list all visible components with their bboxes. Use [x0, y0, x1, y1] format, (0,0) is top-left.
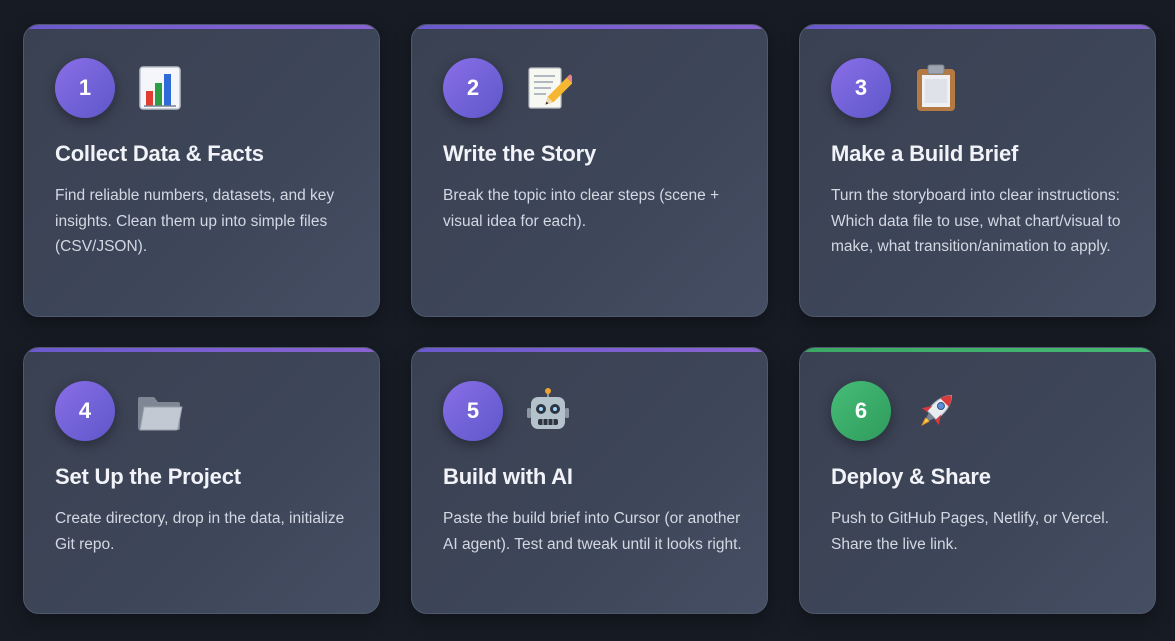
step-card-1: 1 Collect Data & Facts Find reliable num…	[23, 24, 380, 317]
folder-icon	[135, 386, 185, 436]
step-header: 6	[831, 381, 961, 441]
memo-pencil-icon	[523, 63, 573, 113]
step-description: Push to GitHub Pages, Netlify, or Vercel…	[831, 510, 1109, 553]
step-header: 5	[443, 381, 573, 441]
step-header: 4	[55, 381, 185, 441]
step-description: Turn the storyboard into clear instructi…	[831, 187, 1121, 255]
rocket-icon	[911, 386, 961, 436]
step-number-badge: 5	[443, 381, 503, 441]
step-card-5: 5 Build with AI	[411, 347, 768, 614]
step-number-badge: 2	[443, 58, 503, 118]
step-card-6: 6 Deploy & Share Push to GitH	[799, 347, 1156, 614]
step-header: 3	[831, 58, 961, 118]
steps-grid: 1 Collect Data & Facts Find reliable num…	[23, 24, 1156, 614]
step-description: Break the topic into clear steps (scene …	[443, 187, 720, 230]
step-header: 2	[443, 58, 573, 118]
clipboard-icon	[911, 63, 961, 113]
robot-icon	[523, 386, 573, 436]
bar-chart-icon	[135, 63, 185, 113]
step-number-badge: 3	[831, 58, 891, 118]
step-title: Deploy & Share	[831, 464, 991, 489]
step-description: Paste the build brief into Cursor (or an…	[443, 510, 742, 553]
step-number-badge: 1	[55, 58, 115, 118]
step-header: 1	[55, 58, 185, 118]
step-title: Collect Data & Facts	[55, 141, 264, 166]
step-card-4: 4 Set Up the Project Create directory, d…	[23, 347, 380, 614]
step-description: Create directory, drop in the data, init…	[55, 510, 345, 553]
step-title: Set Up the Project	[55, 464, 241, 489]
step-title: Make a Build Brief	[831, 141, 1019, 166]
step-number-badge: 4	[55, 381, 115, 441]
step-title: Write the Story	[443, 141, 597, 166]
step-card-3: 3 Make a Build Brief Turn the storyboard…	[799, 24, 1156, 317]
step-description: Find reliable numbers, datasets, and key…	[55, 187, 335, 255]
step-title: Build with AI	[443, 464, 573, 489]
step-card-2: 2 Write the Story Break th	[411, 24, 768, 317]
step-number-badge: 6	[831, 381, 891, 441]
